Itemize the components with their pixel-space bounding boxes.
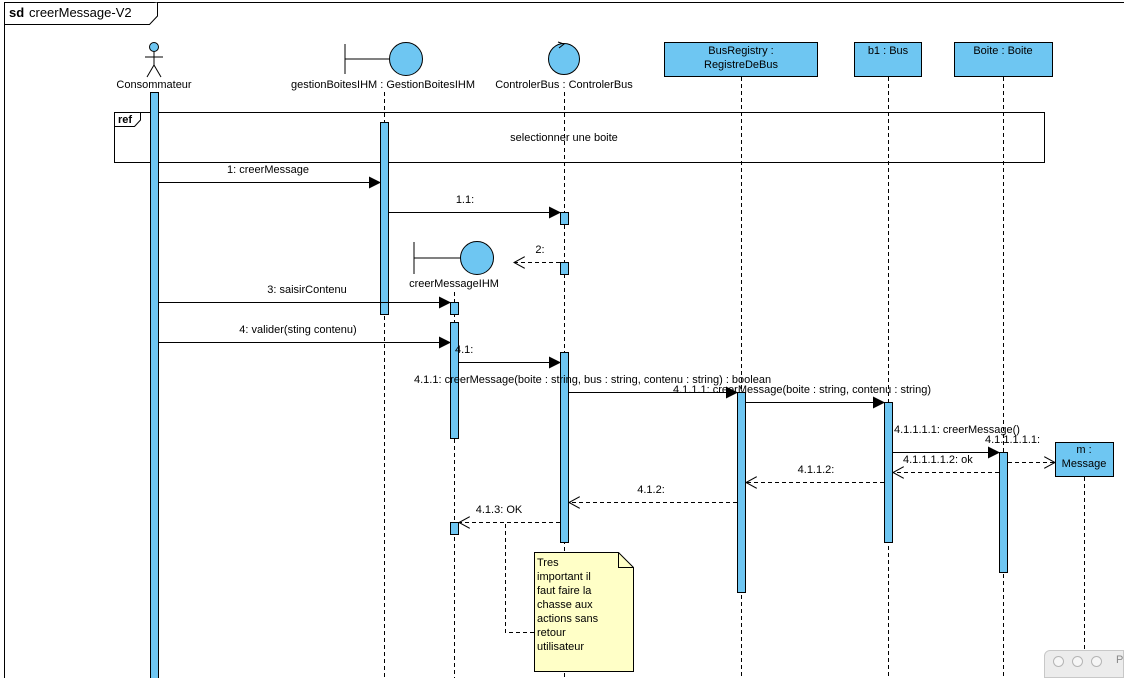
ref-tag: ref [118, 114, 132, 126]
message-labels: 1: creerMessage 1.1: 2: 3: saisirContenu… [227, 164, 1040, 516]
lifeline-boite-label: Boite : Boite [973, 45, 1032, 57]
activation-b1-bus [885, 403, 893, 543]
lifeline-gestion-ihm-label: gestionBoitesIHM : GestionBoitesIHM [291, 79, 475, 91]
note-line: utilisateur [537, 641, 584, 653]
lifeline-message-label-line2: Message [1062, 458, 1107, 470]
lifeline-message-label-line1: m : [1076, 444, 1091, 456]
lifeline-controler-bus-label: ControlerBus : ControlerBus [495, 79, 633, 91]
lifeline-consommateur-label: Consommateur [116, 79, 192, 91]
note-line: retour [537, 627, 566, 639]
window-zoom-button[interactable] [1091, 656, 1102, 667]
note-anchor-line [506, 523, 535, 633]
message-4-1-2-label: 4.1.2: [637, 484, 665, 496]
note-line: actions sans [537, 613, 599, 625]
frame-title: creerMessage-V2 [29, 5, 132, 20]
lifeline-gestion-ihm-head[interactable]: gestionBoitesIHM : GestionBoitesIHM [291, 43, 475, 92]
activation-creer-ihm-1 [451, 303, 459, 315]
window-minimize-button[interactable] [1072, 656, 1083, 667]
ref-fragment[interactable]: ref selectionner une boite [115, 113, 1045, 163]
activation-gestion-ihm [381, 123, 389, 315]
message-4-1-1-1-label: 4.1.1.1: creerMessage(boite : string, co… [673, 384, 931, 396]
message-2-label: 2: [535, 244, 544, 256]
lifeline-bus-registry-head[interactable]: BusRegistry : RegistreDeBus [665, 43, 818, 77]
lifeline-boite-head[interactable]: Boite : Boite [955, 43, 1053, 77]
message-1-1-label: 1.1: [456, 194, 474, 206]
lifeline-message-head[interactable]: m : Message [1056, 443, 1114, 477]
control-icon [549, 44, 580, 75]
lifeline-bus-registry-label-line2: RegistreDeBus [704, 59, 778, 71]
lifeline-bus-registry-label-line1: BusRegistry : [708, 45, 773, 57]
lifeline-b1-bus-label: b1 : Bus [868, 45, 909, 57]
message-4-1-1-2-label: 4.1.1.2: [798, 464, 835, 476]
message-4-1-1-1-1-2-label: 4.1.1.1.1.2: ok [903, 454, 973, 466]
message-1-label: 1: creerMessage [227, 164, 309, 176]
actor-consommateur[interactable]: Consommateur [116, 43, 192, 92]
window-close-button[interactable] [1053, 656, 1064, 667]
activation-creer-ihm-3 [451, 523, 459, 535]
window-title: Pl [1116, 654, 1124, 666]
activation-controler-2 [561, 263, 569, 275]
message-4-1-label: 4.1: [455, 344, 473, 356]
frame-tag: sd [9, 5, 24, 20]
activation-bus-registry [738, 393, 746, 593]
lifeline-creer-ihm-head[interactable]: creerMessageIHM [409, 242, 499, 291]
note-line: Tres [537, 557, 559, 569]
messages [159, 183, 1055, 523]
message-4-1-3-label: 4.1.3: OK [476, 504, 523, 516]
message-4-label: 4: valider(sting contenu) [239, 324, 356, 336]
note-line: important il [537, 571, 591, 583]
activation-boite [1000, 453, 1008, 573]
lifeline-b1-bus-head[interactable]: b1 : Bus [855, 43, 922, 77]
window-corner[interactable]: Pl [1044, 650, 1124, 678]
note[interactable]: Tres important il faut faire la chasse a… [506, 523, 634, 672]
activation-consommateur [151, 93, 159, 679]
message-4-1-1-1-1-1-label: 4.1.1.1.1.1: [985, 434, 1040, 446]
activation-controler-1 [561, 213, 569, 225]
note-line: faut faire la [537, 585, 592, 597]
lifeline-controler-bus-head[interactable]: ControlerBus : ControlerBus [495, 42, 633, 91]
message-3-label: 3: saisirContenu [267, 284, 347, 296]
ref-label: selectionner une boite [510, 132, 618, 144]
note-line: chasse aux [537, 599, 593, 611]
lifeline-creer-ihm-label: creerMessageIHM [409, 278, 499, 290]
actor-head-icon [150, 43, 159, 52]
